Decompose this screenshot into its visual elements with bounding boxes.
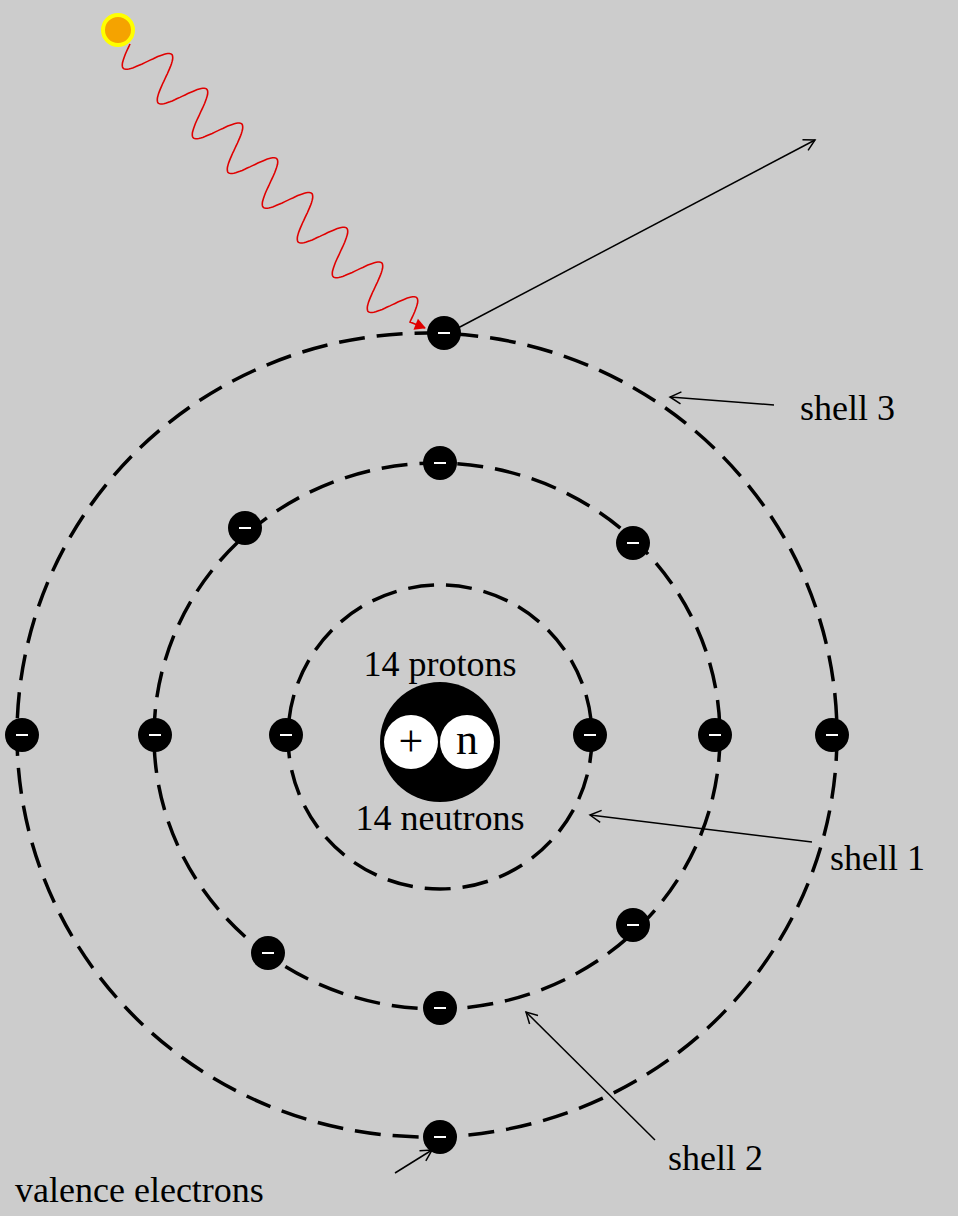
part-label: shell 1 — [830, 840, 925, 876]
leader-line — [670, 397, 774, 405]
electron — [616, 908, 650, 942]
photon-wave — [122, 44, 425, 328]
minus-sign — [434, 462, 446, 464]
minus-sign — [262, 952, 274, 954]
electron — [616, 526, 650, 560]
shell-ring — [288, 585, 592, 889]
minus-sign — [16, 734, 28, 736]
electron — [5, 718, 39, 752]
particle-symbol: n — [456, 718, 478, 762]
part-label: shell 3 — [800, 390, 895, 426]
part-label: 14 neutrons — [356, 800, 525, 836]
photon-source — [103, 15, 133, 45]
part-label: shell 2 — [668, 1140, 763, 1176]
electron — [427, 316, 461, 350]
electron — [815, 718, 849, 752]
proton — [384, 715, 438, 769]
electron — [423, 991, 457, 1025]
shell-ring — [17, 333, 837, 1137]
part-label: 14 protons — [364, 646, 517, 682]
shell-ring — [154, 463, 720, 1009]
minus-sign — [627, 924, 639, 926]
electron — [251, 936, 285, 970]
electron — [573, 718, 607, 752]
nucleus — [380, 682, 500, 802]
leader-line — [395, 1150, 432, 1173]
electron — [228, 511, 262, 545]
electron — [269, 718, 303, 752]
minus-sign — [826, 734, 838, 736]
electron — [698, 718, 732, 752]
minus-sign — [280, 734, 292, 736]
minus-sign — [709, 734, 721, 736]
minus-sign — [434, 1007, 446, 1009]
minus-sign — [434, 1136, 446, 1138]
minus-sign — [239, 527, 251, 529]
neutron — [440, 715, 494, 769]
leader-line — [590, 815, 812, 842]
minus-sign — [584, 734, 596, 736]
part-label: valence electrons — [15, 1172, 264, 1208]
electron — [423, 446, 457, 480]
particle-symbol: + — [399, 720, 424, 764]
electron — [423, 1120, 457, 1154]
ejected-electron-arrow — [458, 140, 815, 328]
minus-sign — [149, 734, 161, 736]
electron — [138, 718, 172, 752]
minus-sign — [627, 542, 639, 544]
minus-sign — [438, 332, 450, 334]
leader-line — [526, 1012, 655, 1140]
